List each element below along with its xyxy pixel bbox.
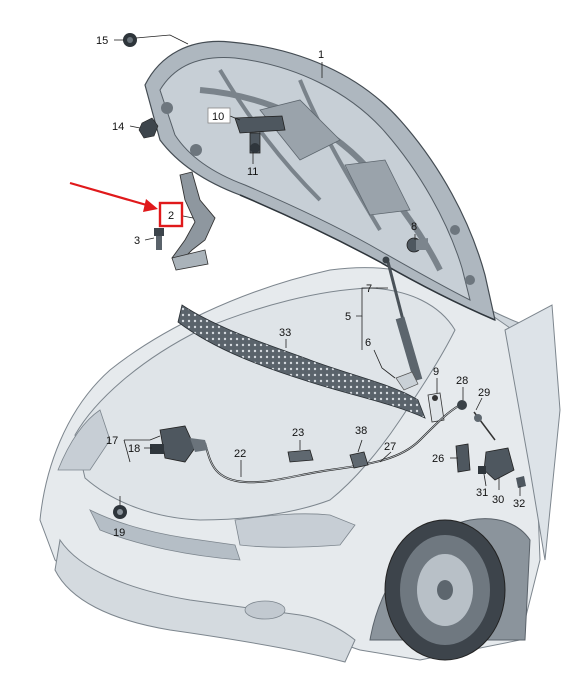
callout-23: 23 (292, 427, 304, 439)
car-body (39, 267, 561, 663)
clip-8 (406, 237, 428, 253)
callout-29: 29 (478, 387, 490, 399)
callout-19: 19 (113, 527, 125, 539)
callout-1: 1 (318, 49, 324, 61)
highlight-arrow (69, 181, 158, 212)
callout-27: 27 (384, 441, 396, 453)
hood-hinge (171, 171, 216, 271)
hood-seal-strip (177, 304, 426, 419)
screw-32 (516, 476, 526, 488)
hood-lock (150, 425, 208, 463)
nut-14 (138, 117, 159, 139)
cable-end-28 (457, 400, 467, 410)
gas-strut (382, 256, 423, 391)
callout-9: 9 (433, 366, 439, 378)
callout-26: 26 (432, 453, 444, 465)
callout-22: 22 (234, 448, 246, 460)
highlight-box-2 (158, 201, 184, 228)
callout-2: 2 (168, 210, 174, 222)
grommet-19 (113, 505, 127, 519)
switch-26 (455, 443, 471, 473)
hinge-bolt (154, 228, 164, 250)
callout-8: 8 (411, 221, 417, 233)
callout-11: 11 (247, 166, 258, 178)
callout-17: 17 (106, 435, 118, 447)
callout-5: 5 (345, 311, 351, 323)
leader-lines (114, 34, 521, 505)
callout-18: 18 (128, 443, 140, 455)
callout-labels: 15 1 10 14 11 2 8 3 7 5 33 6 9 28 29 23 … (96, 35, 525, 539)
rubber-buffer-15 (123, 33, 137, 47)
callout-15: 15 (96, 35, 108, 47)
callout-28: 28 (456, 375, 468, 387)
callout-14: 14 (112, 121, 124, 133)
hood-lock-striker (234, 115, 286, 154)
callout-10: 10 (212, 111, 224, 123)
release-cable-inner (204, 404, 461, 483)
callout-32: 32 (513, 498, 525, 510)
callout-33: 33 (279, 327, 291, 339)
cable-holder-23 (287, 449, 314, 463)
callout-7: 7 (366, 283, 372, 295)
release-lever (427, 392, 445, 423)
callout-31: 31 (476, 487, 488, 499)
clip-38 (349, 451, 369, 469)
callout-6: 6 (365, 337, 371, 349)
spring-29 (473, 411, 496, 441)
callout-30: 30 (492, 494, 504, 506)
callout-3: 3 (134, 235, 140, 247)
callout-38: 38 (355, 425, 367, 437)
screw-31 (478, 466, 486, 474)
